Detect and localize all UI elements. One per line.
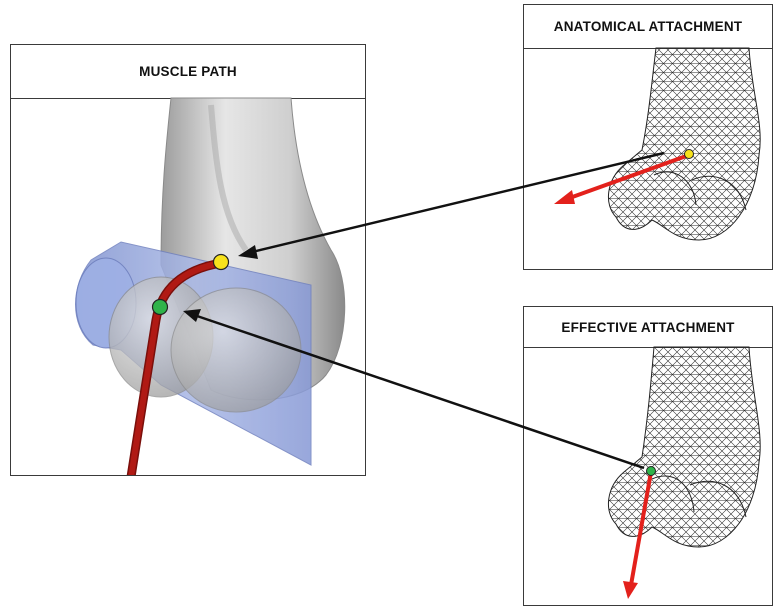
effective-point-detail [647, 467, 656, 476]
muscle-path-panel: MUSCLE PATH [10, 44, 366, 476]
anatomical-attachment-point [214, 255, 229, 270]
anatomical-mesh-illustration [524, 5, 773, 270]
anatomical-point-detail [685, 150, 694, 159]
effective-force-arrow-head [623, 581, 638, 599]
medial-condyle [171, 288, 301, 412]
femur-mesh-anatomical [608, 48, 760, 240]
anatomical-force-arrow-head [554, 190, 575, 204]
effective-attachment-point [153, 300, 168, 315]
muscle-path-illustration [11, 45, 366, 476]
effective-attachment-panel: EFFECTIVE ATTACHMENT [523, 306, 773, 606]
femur-mesh-effective [608, 347, 760, 547]
anatomical-attachment-panel: ANATOMICAL ATTACHMENT [523, 4, 773, 270]
effective-mesh-illustration [524, 307, 773, 606]
